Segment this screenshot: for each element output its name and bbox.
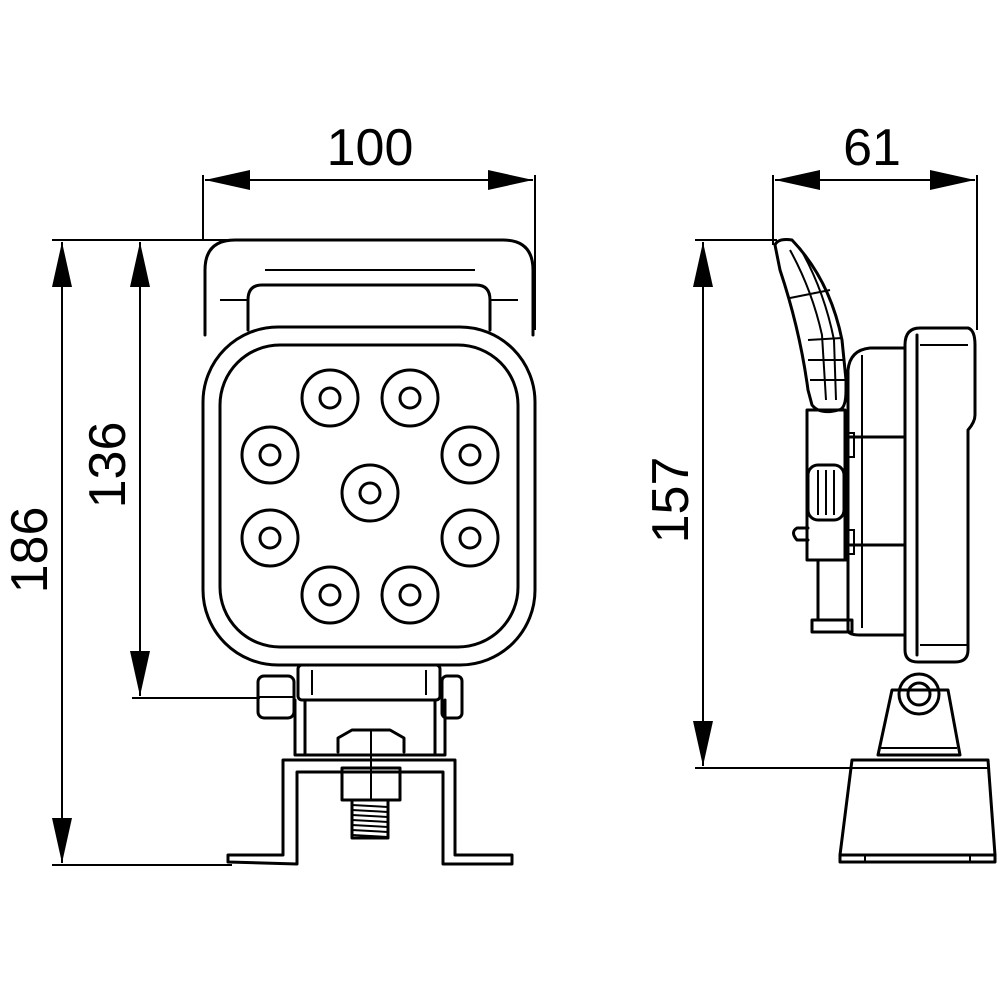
led [240,508,300,568]
led-array [240,368,500,625]
side-height-label: 157 [642,457,700,544]
led [440,508,500,568]
dimension-side-height: 157 [642,239,850,769]
dimension-housing-height: 136 [79,242,260,699]
led [380,368,440,428]
dimension-depth: 61 [772,119,978,330]
led [300,565,360,625]
pivot-nut-right [440,674,464,720]
width-label: 100 [327,119,414,177]
side-view [773,238,997,864]
depth-label: 61 [843,119,901,177]
led [300,368,360,428]
led [440,425,500,485]
overall-height-label: 186 [1,507,59,594]
led [380,565,440,625]
pivot-knob [897,672,941,716]
housing-height-label: 136 [79,422,137,509]
dimension-width: 100 [202,119,536,330]
led [340,463,400,523]
front-view [201,238,537,866]
led [240,425,300,485]
dimension-overall-height: 186 [1,239,240,866]
